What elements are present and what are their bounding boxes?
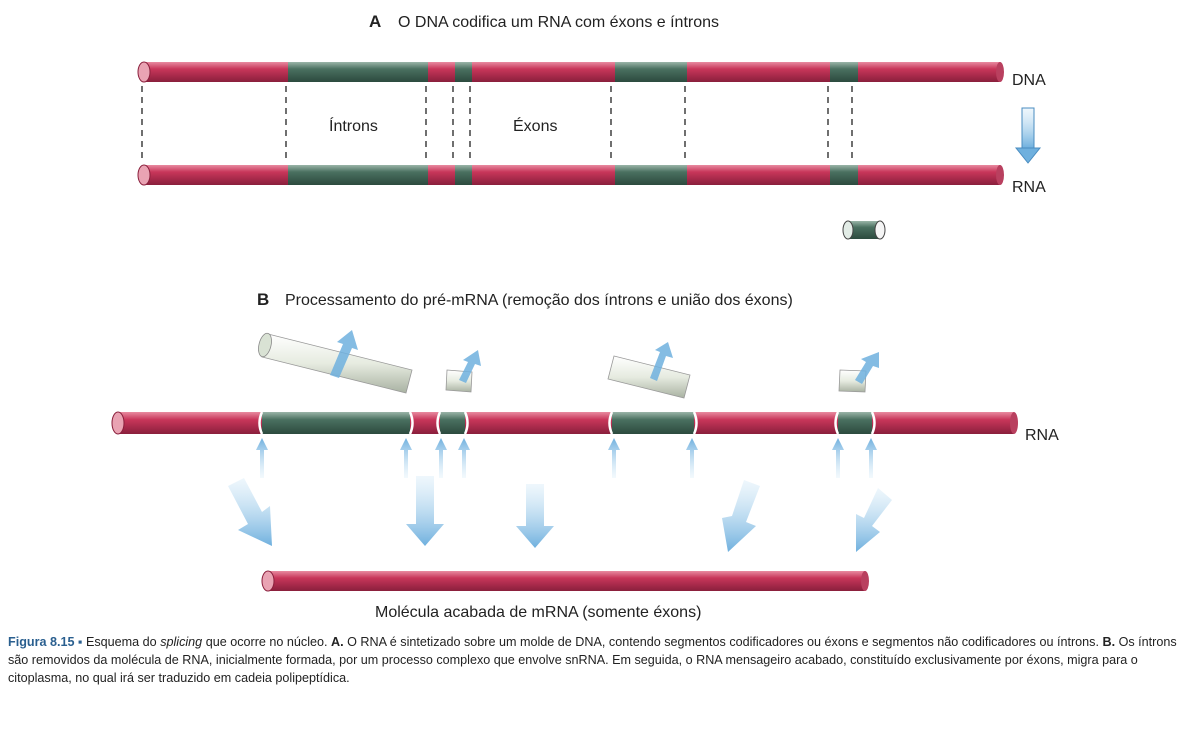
caption-a: A. bbox=[331, 635, 344, 649]
caption-text-1: Esquema do bbox=[85, 635, 157, 649]
dashed-connectors bbox=[141, 86, 853, 162]
panel-a-title: O DNA codifica um RNA com éxons e íntron… bbox=[398, 14, 719, 31]
caption-figure-number: Figura 8.15 bbox=[8, 635, 75, 649]
rna-rod-a bbox=[137, 164, 1004, 186]
introns-label: Íntrons bbox=[329, 116, 378, 135]
panel-b-letter: B bbox=[257, 290, 269, 309]
rna-rod-b bbox=[111, 411, 1018, 435]
caption-a-text: O RNA é sintetizado sobre um molde de DN… bbox=[347, 635, 1099, 649]
transcription-arrow bbox=[1014, 107, 1042, 164]
joining-arrows bbox=[228, 476, 892, 552]
rna-label-a: RNA bbox=[1012, 179, 1046, 196]
excised-intron-4 bbox=[838, 352, 879, 393]
caption-bullet: ▪ bbox=[78, 635, 83, 649]
loose-segment bbox=[842, 220, 886, 240]
figure-caption: Figura 8.15 ▪ Esquema do splicing que oc… bbox=[8, 633, 1183, 687]
excised-intron-2 bbox=[445, 350, 481, 393]
caption-b-text: Os íntrons são removidos da molécula de … bbox=[8, 635, 1177, 685]
exons-label: Éxons bbox=[513, 116, 557, 135]
excised-intron-3 bbox=[607, 342, 691, 399]
panel-b-title: Processamento do pré-mRNA (remoção dos í… bbox=[285, 292, 793, 309]
dna-label: DNA bbox=[1012, 72, 1046, 89]
excised-intron-1 bbox=[258, 330, 413, 394]
mrna-label: Molécula acabada de mRNA (somente éxons) bbox=[375, 604, 701, 621]
caption-splicing: splicing bbox=[160, 635, 203, 649]
panel-a-letter: A bbox=[369, 12, 381, 31]
mature-mrna-rod bbox=[261, 570, 869, 592]
splice-site-arrows bbox=[256, 438, 877, 478]
dna-rod bbox=[137, 61, 1004, 83]
caption-b: B. bbox=[1102, 635, 1116, 649]
caption-text-2: que ocorre no núcleo. bbox=[205, 635, 328, 649]
rna-label-b: RNA bbox=[1025, 427, 1059, 444]
